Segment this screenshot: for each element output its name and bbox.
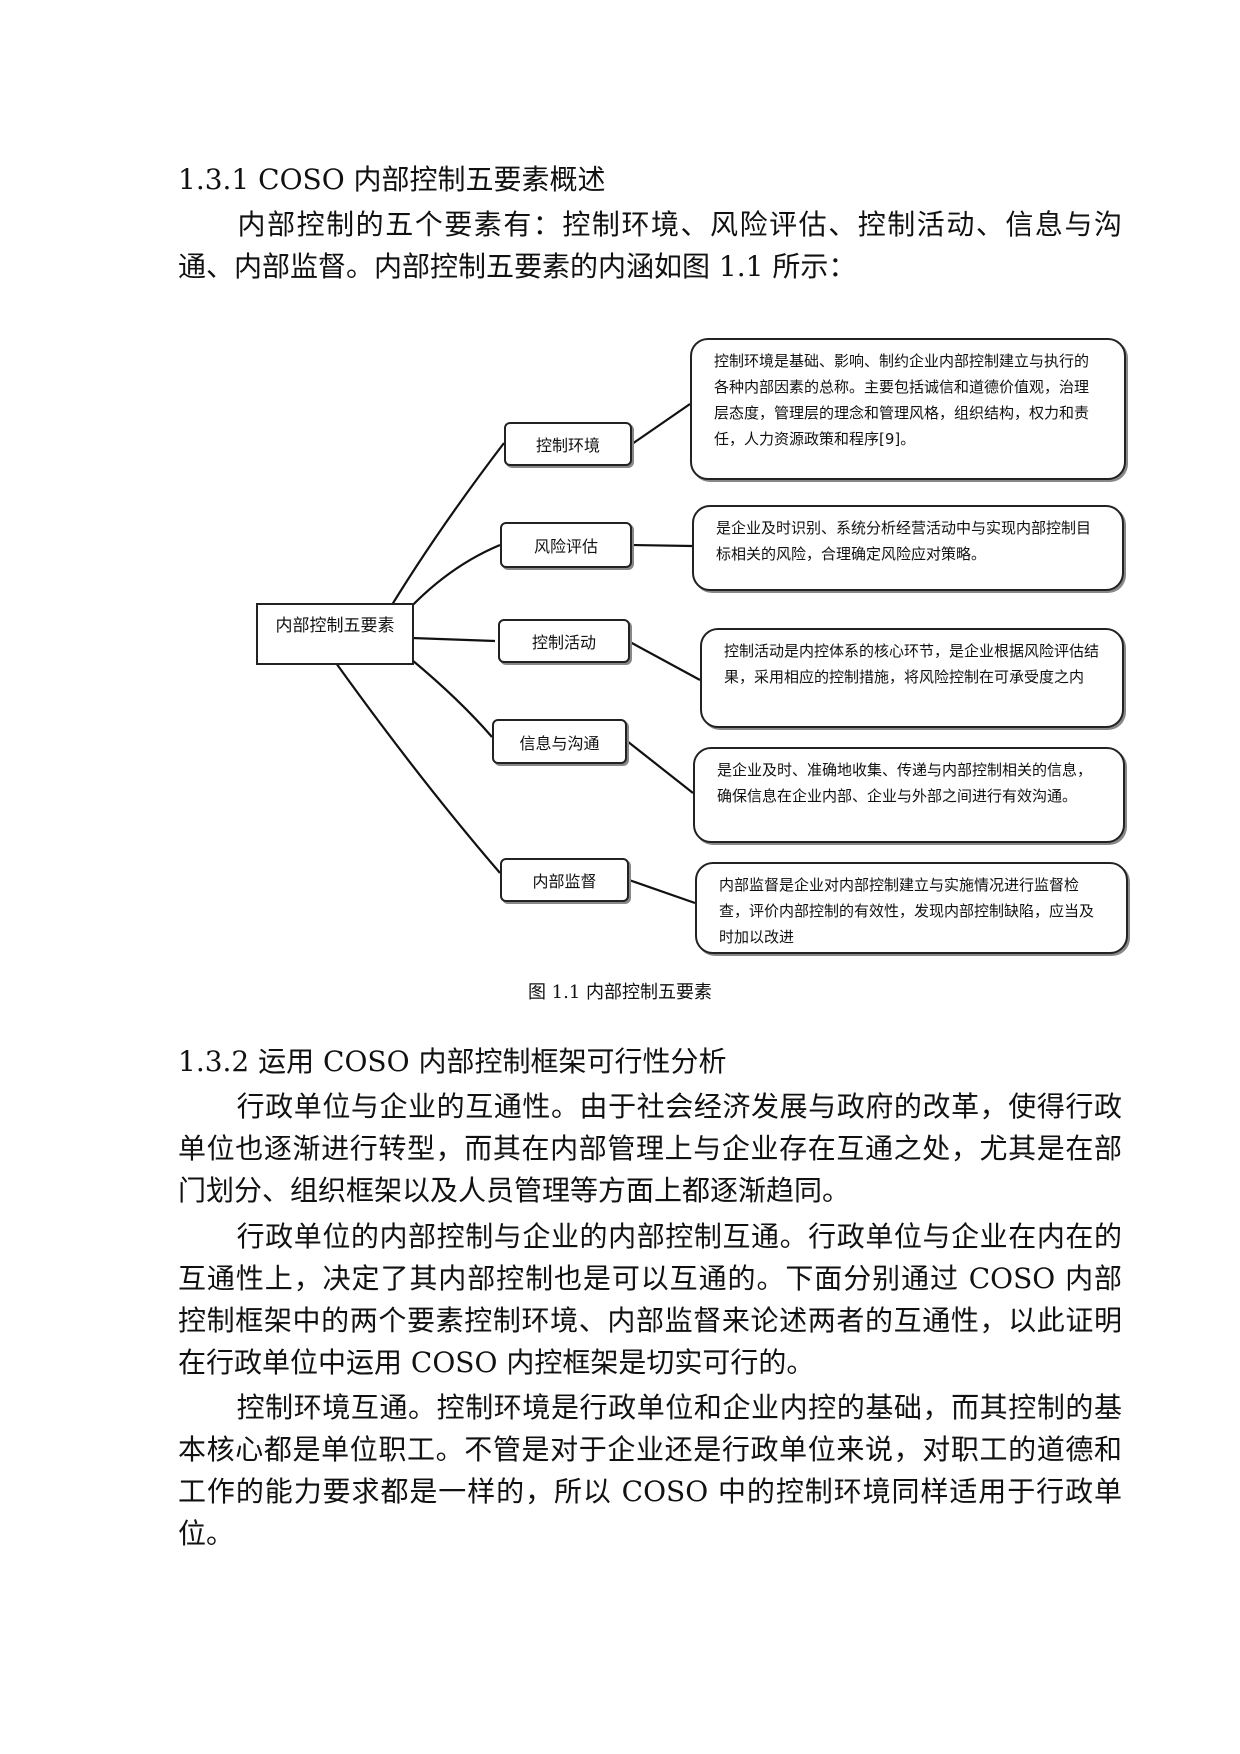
- description-control-environment: 控制环境是基础、影响、制约企业内部控制建立与执行的各种内部因素的总称。主要包括诚…: [690, 338, 1126, 480]
- description-internal-monitoring: 内部监督是企业对内部控制建立与实施情况进行监督检查，评价内部控制的有效性，发现内…: [695, 862, 1128, 954]
- connector-root-information: [411, 659, 493, 738]
- element-internal-monitoring: 内部监督: [500, 858, 629, 902]
- section-paragraph-3: 控制环境互通。控制环境是行政单位和企业内控的基础，而其控制的基本核心都是单位职工…: [178, 1387, 1122, 1555]
- connector-control-environment-desc: [631, 403, 691, 445]
- connector-root-control-environment: [377, 442, 505, 629]
- connector-root-monitoring: [335, 662, 501, 874]
- paragraph-1-text: 行政单位与企业的互通性。由于社会经济发展与政府的改革，使得行政单位也逐渐进行转型…: [178, 1090, 1122, 1207]
- root-node: 内部控制五要素: [256, 603, 414, 665]
- description-control-activities: 控制活动是内控体系的核心环节，是企业根据风险评估结果，采用相应的控制措施，将风险…: [700, 628, 1124, 728]
- connector-information-desc: [626, 740, 694, 794]
- description-risk-assessment: 是企业及时识别、系统分析经营活动中与实现内部控制目标相关的风险，合理确定风险应对…: [692, 505, 1124, 591]
- connector-risk-assessment-desc: [631, 543, 693, 548]
- paragraph-3-text: 控制环境互通。控制环境是行政单位和企业内控的基础，而其控制的基本核心都是单位职工…: [178, 1391, 1122, 1550]
- element-control-activities: 控制活动: [498, 619, 630, 663]
- description-information-communication: 是企业及时、准确地收集、传递与内部控制相关的信息，确保信息在企业内部、企业与外部…: [693, 747, 1125, 843]
- element-control-environment: 控制环境: [504, 422, 632, 466]
- element-risk-assessment: 风险评估: [500, 522, 632, 568]
- section-heading-1-3-2: 1.3.2 运用 COSO 内部控制框架可行性分析: [178, 1045, 727, 1078]
- section-paragraph-1: 行政单位与企业的互通性。由于社会经济发展与政府的改革，使得行政单位也逐渐进行转型…: [178, 1086, 1122, 1212]
- connector-root-control-activities: [411, 636, 496, 643]
- section-heading-1-3-1: 1.3.1 COSO 内部控制五要素概述: [178, 163, 606, 196]
- connector-monitoring-desc: [628, 878, 696, 905]
- intro-text: 内部控制的五个要素有：控制环境、风险评估、控制活动、信息与沟通、内部监督。内部控…: [178, 208, 1122, 283]
- element-information-communication: 信息与沟通: [492, 719, 627, 764]
- section-paragraph-2: 行政单位的内部控制与企业的内部控制互通。行政单位与企业在内在的互通性上，决定了其…: [178, 1216, 1122, 1384]
- paragraph-2-text: 行政单位的内部控制与企业的内部控制互通。行政单位与企业在内在的互通性上，决定了其…: [178, 1220, 1122, 1379]
- section-paragraph-intro: 内部控制的五个要素有：控制环境、风险评估、控制活动、信息与沟通、内部监督。内部控…: [178, 204, 1122, 288]
- connector-control-activities-desc: [629, 641, 701, 681]
- figure-caption: 图 1.1 内部控制五要素: [527, 982, 713, 1003]
